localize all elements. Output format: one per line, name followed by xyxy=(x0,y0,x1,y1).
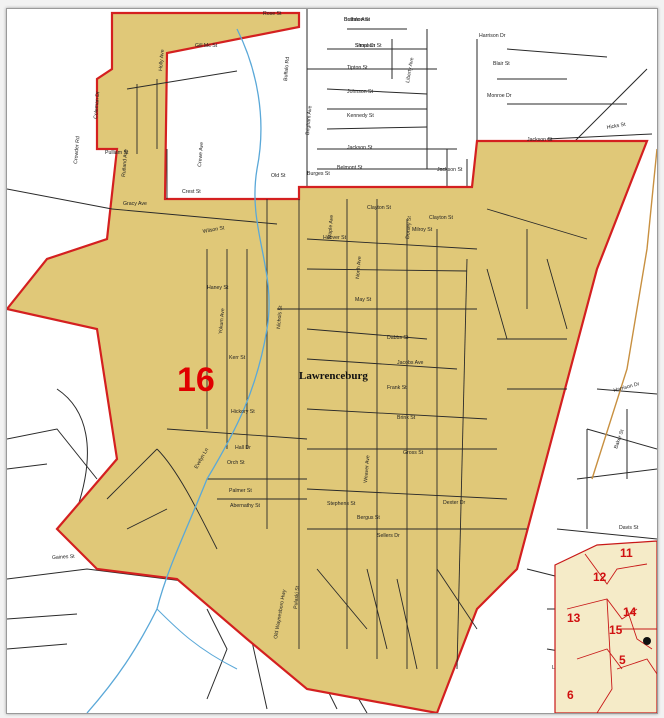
street-label: Jackson St xyxy=(527,137,553,143)
street-label: Bergus St xyxy=(357,515,380,521)
street-label: Davis St xyxy=(619,525,639,531)
street-label: Gracy Ave xyxy=(123,201,147,207)
location-marker xyxy=(643,637,651,645)
street-label: Milroy St xyxy=(412,227,433,233)
street-label: Hall Dr xyxy=(235,445,251,451)
street-label: North Ave xyxy=(355,256,363,279)
creek-branch xyxy=(156,608,238,670)
street-label: Orch St xyxy=(227,460,245,466)
street-label: Stephens St xyxy=(327,501,356,507)
street-label: Wilson St xyxy=(202,225,225,235)
street-label: Yokum Ave xyxy=(218,308,226,334)
street-label: Hoover St xyxy=(323,235,347,241)
street-label: Brannon St xyxy=(344,17,371,23)
railroad-line xyxy=(591,148,657,480)
street-label: Kerr St xyxy=(229,355,246,361)
street-label: Crest St xyxy=(182,189,201,195)
street-label: Hicks St xyxy=(606,122,626,131)
street-label: Pulliam St xyxy=(105,150,129,156)
street-label: Crewe Ave xyxy=(197,142,205,168)
street-label: Rose St xyxy=(263,11,282,17)
street-label: Clayton St xyxy=(429,215,453,221)
street-label: Abernathy St xyxy=(230,503,261,509)
street-label: Hickory St xyxy=(231,409,255,415)
inset-district-number: 12 xyxy=(593,570,607,584)
street-label: May St xyxy=(355,297,372,303)
street-label: Sellers Dr xyxy=(377,533,400,539)
street-label: Haney St xyxy=(207,285,229,291)
street-label: Jacobs Ave xyxy=(397,360,424,366)
inset-district-number: 5 xyxy=(619,653,626,667)
street-label: Monroe Dr xyxy=(487,93,512,99)
street-label: Tipton St xyxy=(347,65,368,71)
street-label: Buffalo Rd xyxy=(283,56,291,81)
street-label: Pulaski St xyxy=(293,585,301,609)
street-label: Belmont St xyxy=(337,165,363,171)
street-label: Shoal Cr xyxy=(355,43,375,49)
street-label: Harrison Dr xyxy=(479,33,506,39)
street-label: Clayton St xyxy=(367,205,391,211)
street-label: Brigham Ave xyxy=(305,105,314,135)
street-label: Holly Ave xyxy=(158,49,166,71)
street-label: Dexter Dr xyxy=(443,500,465,506)
street-label: Burges St xyxy=(307,171,330,177)
district-road-network xyxy=(7,70,588,670)
street-label: Nichols St xyxy=(276,305,284,329)
inset-district-number: 11 xyxy=(620,546,633,560)
inset-district-number: 15 xyxy=(609,623,623,637)
district-number-label: 16 xyxy=(177,361,215,399)
street-label: Kennedy St xyxy=(347,113,374,119)
street-label: Johnson St xyxy=(347,89,374,95)
street-label: Old St xyxy=(271,173,286,179)
street-label: Liberty Ave xyxy=(405,57,415,83)
street-label: Gill Mc St xyxy=(195,43,218,49)
street-label: Palmer St xyxy=(229,488,252,494)
street-label: Weaver Ave xyxy=(363,455,371,483)
street-label: Brink St xyxy=(397,415,416,421)
street-label: Blair St xyxy=(493,61,510,67)
inset-district-number: 13 xyxy=(567,611,581,625)
street-label: Dabbs St xyxy=(387,335,409,341)
street-label: Jackson St xyxy=(437,167,463,173)
street-label: Maple Ave xyxy=(327,215,335,240)
street-label: Crowder Rd xyxy=(73,136,81,164)
street-label: Simpson St xyxy=(355,43,382,49)
street-label: Buffalo Ave xyxy=(344,17,370,23)
street-labels: Brannon St Simpson St Harrison Dr Tipton St… xyxy=(52,11,641,671)
street-label: Dorsey St xyxy=(405,215,413,239)
street-label: Jackson St xyxy=(347,145,373,151)
inset-district-number: 6 xyxy=(567,688,574,702)
street-label: Rutland Ave xyxy=(121,149,129,177)
district-map[interactable]: Brannon St Simpson St Harrison Dr Tipton St… xyxy=(7,9,657,713)
map-frame: Brannon St Simpson St Harrison Dr Tipton St… xyxy=(6,8,658,714)
inset-district-number: 14 xyxy=(623,605,637,619)
street-label: Coleman Dr xyxy=(93,91,101,119)
street-label: Frank St xyxy=(387,385,407,391)
city-label: Lawrenceburg xyxy=(299,370,368,382)
street-label: Gross St xyxy=(403,450,424,456)
street-label: Gaines St xyxy=(52,554,76,561)
creek-line xyxy=(86,28,270,713)
